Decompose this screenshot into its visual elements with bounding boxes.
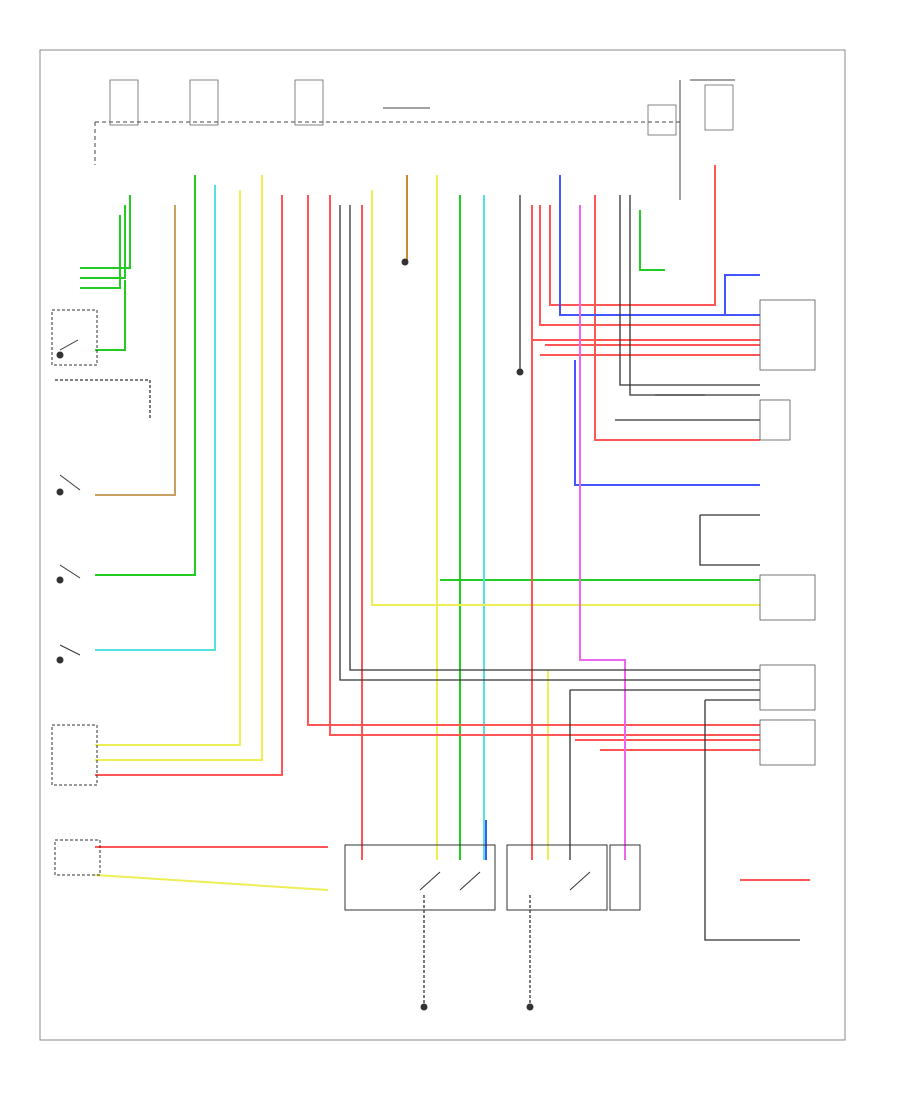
relay-block <box>647 104 677 136</box>
green-wires <box>80 175 760 860</box>
cyan-wires <box>95 185 485 860</box>
diagram-frame <box>39 49 846 1041</box>
door-lock-actuator <box>51 724 98 786</box>
connector-right-3 <box>759 664 816 711</box>
blue-wires <box>485 175 760 860</box>
fuse-block-1 <box>109 79 139 126</box>
red-wires <box>95 165 810 881</box>
fuse-block-4 <box>704 84 734 131</box>
ground-point-1 <box>420 1003 428 1011</box>
connector-right-5 <box>759 399 791 441</box>
connector-right-4 <box>759 719 816 766</box>
connector-right-2 <box>759 574 816 621</box>
control-unit-1 <box>344 844 496 911</box>
yellow-wires <box>94 175 760 891</box>
ground-point-3 <box>516 368 524 376</box>
power-bus <box>94 79 735 200</box>
door-switch-box-1 <box>51 309 98 366</box>
rear-door-switch <box>54 839 101 876</box>
left-switches <box>51 309 101 876</box>
fuse-block-2 <box>189 79 219 126</box>
control-units <box>344 844 641 911</box>
connector-right-1 <box>759 299 816 371</box>
fuse-blocks <box>109 79 734 136</box>
tan-wire <box>95 205 176 496</box>
fuse-block-3 <box>294 79 324 126</box>
right-connectors <box>759 299 816 766</box>
ground-point-4 <box>401 258 409 266</box>
ground-symbols <box>401 258 534 1011</box>
control-unit-2 <box>506 844 608 911</box>
black-wires <box>55 195 800 1005</box>
control-unit-3 <box>609 844 641 911</box>
ground-point-2 <box>526 1003 534 1011</box>
magenta-wires <box>579 205 626 860</box>
